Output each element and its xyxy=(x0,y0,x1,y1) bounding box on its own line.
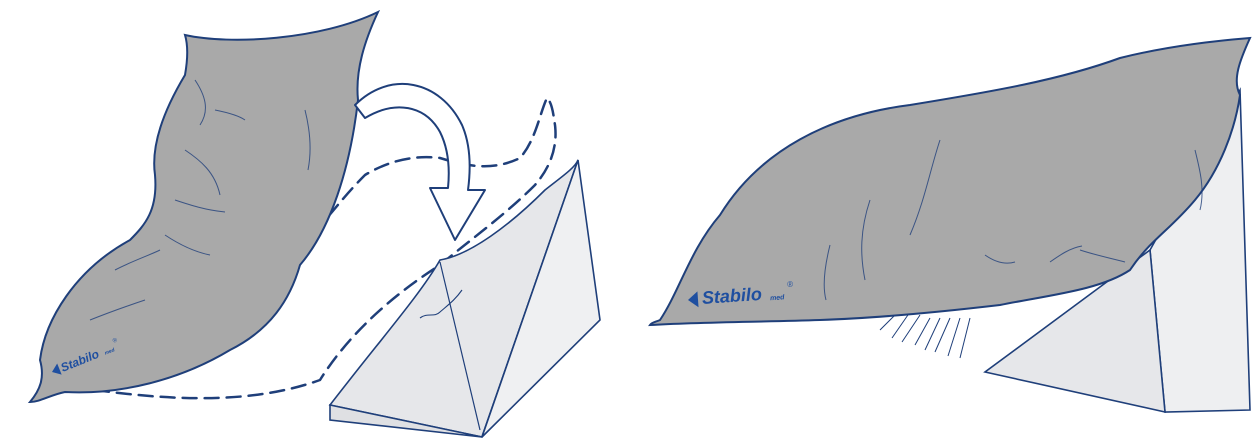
brand-mark-right: ® xyxy=(787,280,794,289)
right-scene: Stabilo med ® xyxy=(650,38,1250,412)
wedge-right-shadow-hatching xyxy=(880,310,970,358)
brand-superscript-right: med xyxy=(770,294,786,302)
pillow-left: Stabilo med ® xyxy=(30,12,378,402)
brand-name-right: Stabilo xyxy=(701,284,762,308)
left-scene: Stabilo med ® xyxy=(30,12,600,437)
curved-arrow-icon xyxy=(355,84,485,240)
pillow-left-body xyxy=(30,12,378,402)
